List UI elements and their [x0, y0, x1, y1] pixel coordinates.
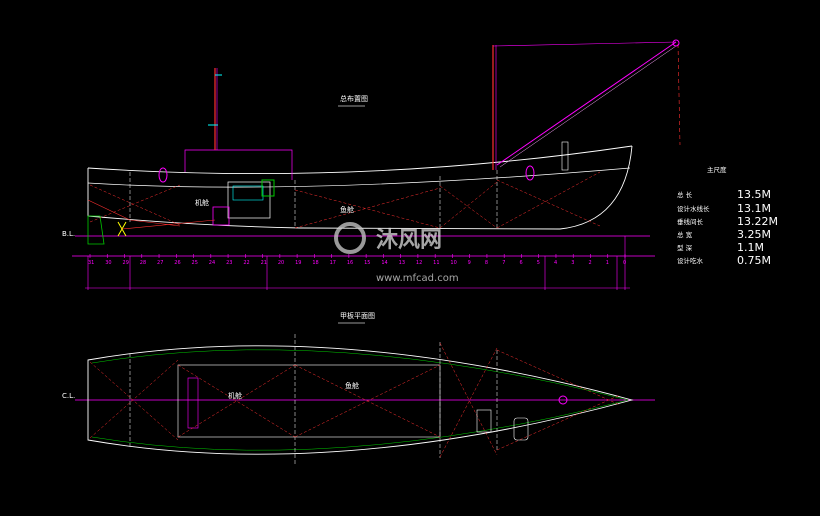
- particular-label: 垂线间长: [677, 217, 704, 226]
- frame-number: 25: [192, 260, 198, 266]
- frame-number: 26: [174, 260, 180, 266]
- particular-row: 总 长 13.5M: [677, 188, 771, 201]
- profile-title: 总布置图: [340, 94, 368, 103]
- particular-row: 型 深 1.1M: [677, 241, 764, 254]
- deck-line: [87, 167, 631, 188]
- deck-title: 甲板平面图: [340, 311, 375, 320]
- main-particulars: 主尺度 总 长 13.5M 设计水线长 13.1M 垂线间长 13.22M 总 …: [677, 165, 778, 267]
- rudder: [87, 215, 105, 245]
- particular-value: 13.5M: [737, 188, 771, 201]
- frame-number: 20: [278, 260, 284, 266]
- particular-value: 13.22M: [737, 215, 778, 228]
- particular-value: 3.25M: [737, 228, 771, 241]
- frame-number: 1: [606, 260, 609, 266]
- frame-number: 31: [88, 260, 94, 266]
- frame-number: 10: [450, 260, 456, 266]
- watermark-url: www.mfcad.com: [376, 273, 459, 284]
- watermark-logo: 沐风网 www.mfcad.com: [334, 222, 459, 284]
- sheer-line: [87, 145, 633, 175]
- crane-boom: [496, 41, 677, 166]
- frame-number: 30: [105, 260, 111, 266]
- frame-number: 9: [468, 260, 471, 266]
- frame-number: 24: [209, 260, 215, 266]
- particular-label: 总 长: [677, 190, 693, 199]
- particular-row: 总 宽 3.25M: [677, 228, 771, 241]
- particular-row: 设计水线长 13.1M: [677, 202, 771, 215]
- frame-number: 11: [433, 260, 439, 266]
- frame-number: 27: [157, 260, 163, 266]
- deck-plan: 甲板平面图 C.L. 机舱 鱼舱: [62, 311, 655, 466]
- particular-row: 设计吃水 0.75M: [677, 254, 771, 267]
- deck-outline: [87, 345, 634, 455]
- frame-number: 18: [312, 260, 318, 266]
- frame-number: 4: [554, 260, 557, 266]
- frame-number: 28: [140, 260, 146, 266]
- frame-number: 16: [347, 260, 353, 266]
- frame-number: 14: [381, 260, 387, 266]
- profile-view: 总布置图 B.L.: [62, 39, 681, 290]
- particular-value: 13.1M: [737, 202, 771, 215]
- frame-number: 3: [571, 260, 574, 266]
- centerline-label: C.L.: [62, 392, 75, 400]
- frame-number: 12: [416, 260, 422, 266]
- frame-number: 19: [295, 260, 301, 266]
- deck-room-engine: 机舱: [228, 391, 242, 400]
- deck-room-hold: 鱼舱: [345, 381, 359, 390]
- hatch: [177, 364, 441, 438]
- profile-room-hold: 鱼舱: [340, 205, 354, 214]
- particulars-title: 主尺度: [707, 165, 727, 174]
- baseline-label: B.L.: [62, 230, 75, 238]
- frame-number: 21: [261, 260, 267, 266]
- frame-number: 7: [502, 260, 505, 266]
- frame-number: 13: [399, 260, 405, 266]
- particular-label: 设计吃水: [677, 256, 704, 265]
- wheelhouse: [184, 149, 293, 180]
- particular-row: 垂线间长 13.22M: [677, 215, 778, 228]
- hull-outline: [87, 145, 633, 230]
- particular-label: 设计水线长: [677, 204, 710, 213]
- frame-number: 2: [588, 260, 591, 266]
- particular-value: 1.1M: [737, 241, 764, 254]
- frame-number: 6: [519, 260, 522, 266]
- particular-label: 总 宽: [677, 230, 693, 239]
- frame-number: 17: [330, 260, 336, 266]
- frame-number: 8: [485, 260, 488, 266]
- particular-label: 型 深: [677, 243, 693, 252]
- frame-number: 15: [364, 260, 370, 266]
- frame-number: 22: [243, 260, 249, 266]
- frame-number: 29: [123, 260, 129, 266]
- frame-number: 23: [226, 260, 232, 266]
- engine: [227, 181, 271, 219]
- watermark-brand: 沐风网: [376, 228, 442, 253]
- frame-number: 5: [537, 260, 540, 266]
- profile-room-engine: 机舱: [195, 198, 209, 207]
- frame-number: 0: [623, 260, 626, 266]
- particular-value: 0.75M: [737, 254, 771, 267]
